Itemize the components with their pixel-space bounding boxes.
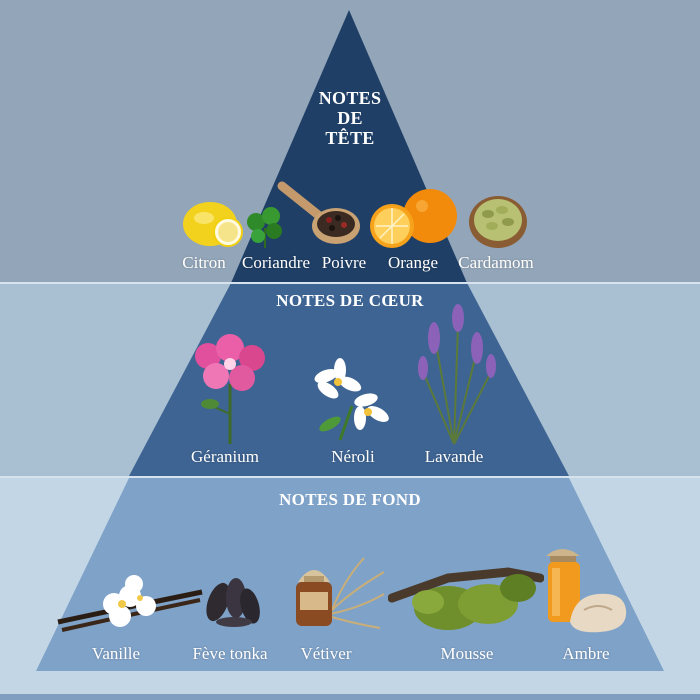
- ingredient-label-ambre: Ambre: [562, 644, 610, 663]
- bottom-strip: [0, 694, 700, 700]
- vetiver-icon: [296, 557, 385, 629]
- geranium-icon: [195, 334, 265, 444]
- ingredient-label-geranium: Géranium: [191, 447, 259, 466]
- title-line: NOTES: [318, 88, 382, 108]
- ingredient-label-cardamom: Cardamom: [458, 253, 534, 272]
- cardamom-bowl-icon: [469, 196, 527, 248]
- tonka-bean-icon: [206, 578, 260, 627]
- coriander-icon: [247, 207, 282, 248]
- heart-notes-title: NOTES DE CŒUR: [276, 291, 424, 310]
- ingredient-label-neroli: Néroli: [331, 447, 375, 466]
- pepper-spoon-icon: [277, 181, 360, 244]
- ingredient-label-vanille: Vanille: [91, 644, 141, 663]
- ingredient-label-orange: Orange: [387, 253, 439, 272]
- lemon-icon: [183, 202, 243, 247]
- title-line: TÊTE: [325, 128, 375, 148]
- ingredient-label-coriandre: Coriandre: [242, 253, 310, 272]
- ingredient-label-feve-tonka: Fève tonka: [192, 644, 268, 663]
- tier-divider: [0, 282, 700, 284]
- top-notes-title: NOTES DE TÊTE: [270, 88, 430, 148]
- tier-divider: [0, 476, 700, 478]
- ingredient-label-vetiver: Vétiver: [300, 644, 352, 663]
- ingredient-label-poivre: Poivre: [321, 253, 367, 272]
- ingredient-label-citron: Citron: [182, 253, 226, 272]
- neroli-icon: [314, 358, 389, 441]
- base-notes-title: NOTES DE FOND: [279, 490, 421, 509]
- vanilla-icon: [57, 575, 203, 632]
- lavender-icon: [418, 304, 496, 445]
- ingredient-label-lavande: Lavande: [424, 447, 484, 466]
- ingredient-label-mousse: Mousse: [440, 644, 494, 663]
- moss-icon: [388, 567, 544, 630]
- amber-icon: [546, 549, 627, 633]
- orange-icon: [370, 189, 457, 248]
- title-line: DE: [337, 108, 363, 128]
